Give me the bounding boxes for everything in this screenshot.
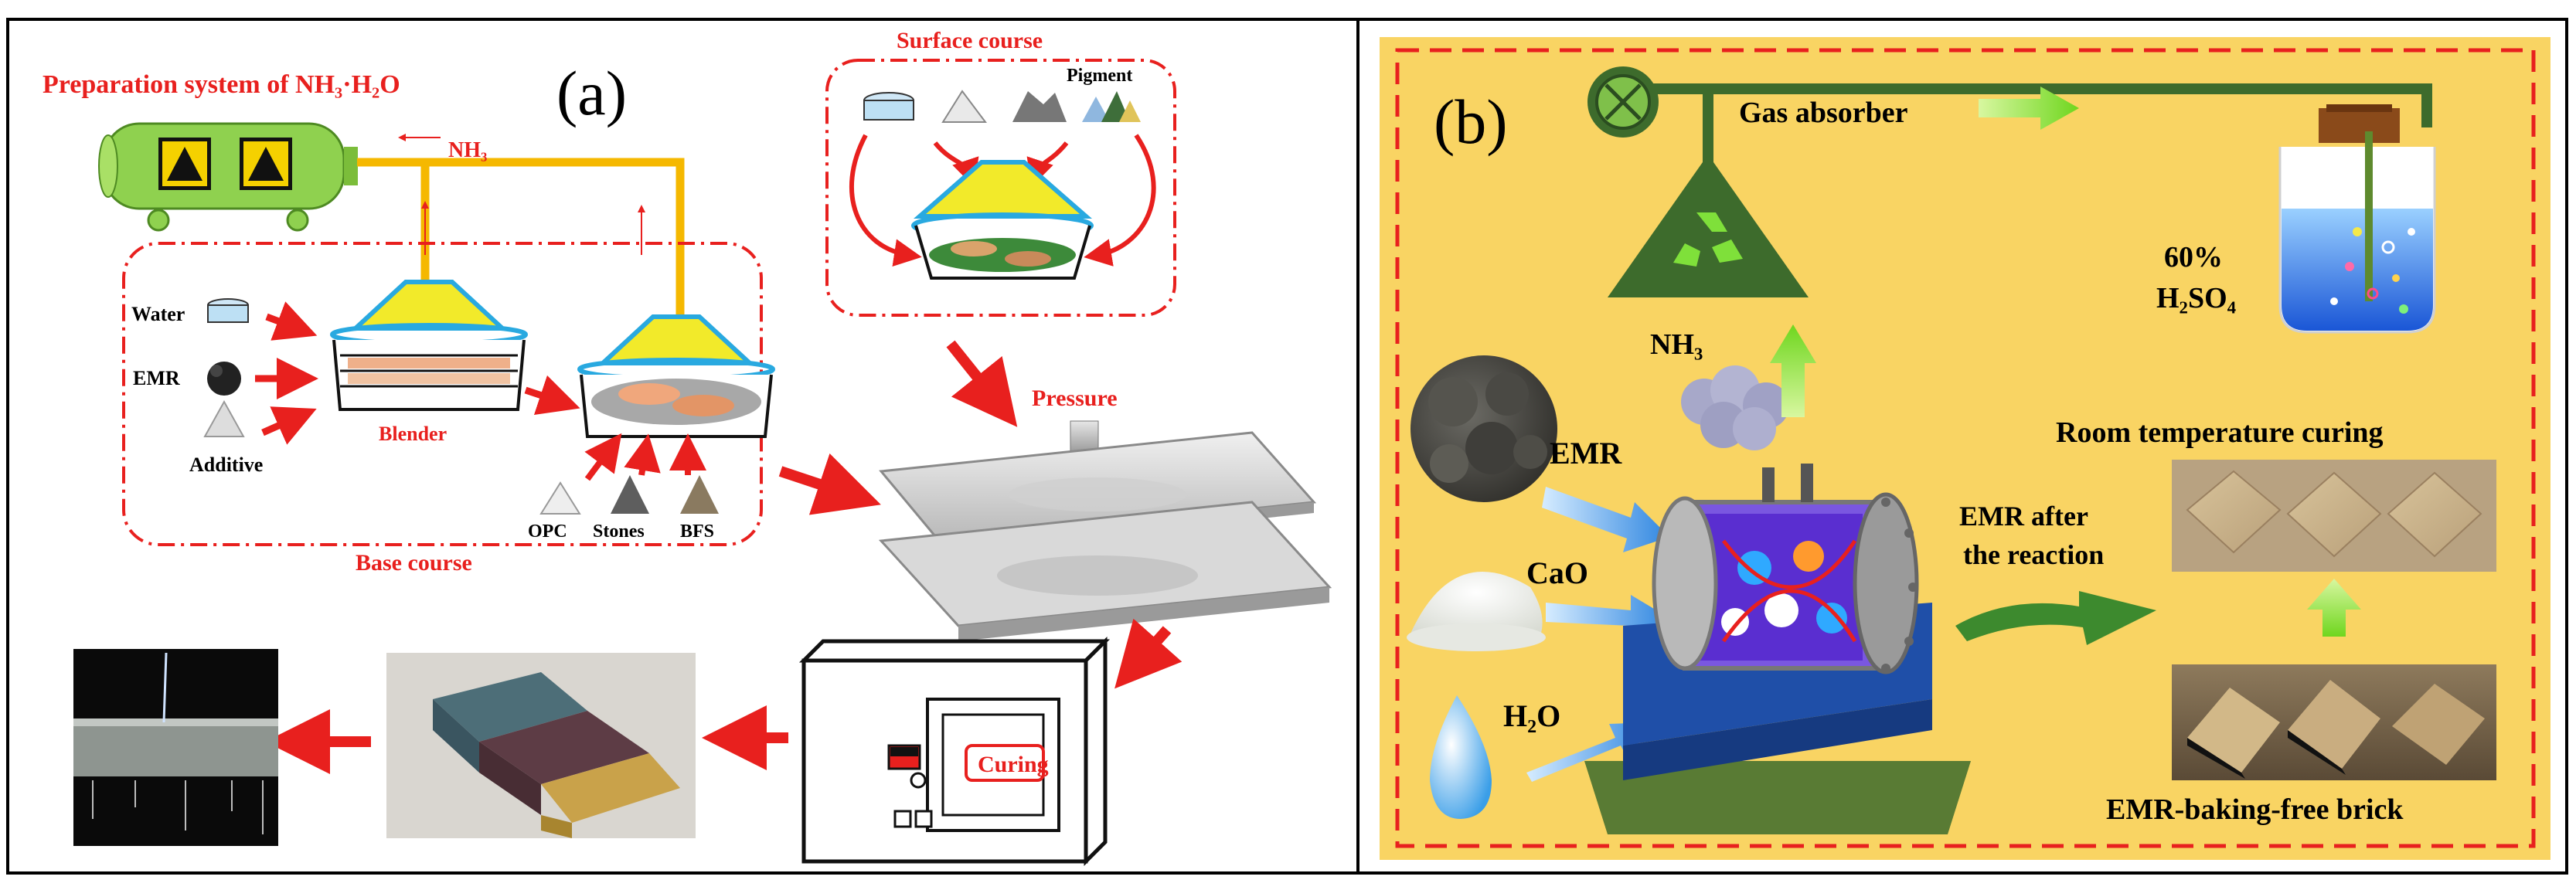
cao-powder-photo <box>1407 572 1546 651</box>
blender <box>330 280 528 411</box>
emr-rocks-photo <box>1411 355 1557 502</box>
nh3-machine <box>98 122 358 232</box>
to-oven-arrow <box>1114 618 1183 689</box>
room-curing-label: Room temperature curing <box>2056 416 2384 449</box>
gas-absorber-label: Gas absorber <box>1739 97 1908 129</box>
panel-b-dashed-border <box>1395 48 2536 848</box>
panel-b-letter: (b) <box>1434 87 1508 157</box>
h2o-in-arrow <box>1526 722 1654 782</box>
base-ingredient-arrows <box>584 433 706 481</box>
base-mixer <box>577 314 775 438</box>
colored-bricks-photo <box>386 653 696 838</box>
acid-bottle <box>2278 104 2436 334</box>
brick-label: EMR-baking-free brick <box>2106 793 2404 826</box>
press-plates <box>878 431 1332 641</box>
hazard-icon <box>167 147 202 181</box>
ingredient-arrows <box>255 301 318 445</box>
water-permeation-photo <box>73 649 278 846</box>
water-drop-icon <box>1430 695 1492 819</box>
bfs-label: BFS <box>680 521 714 542</box>
emr-label-a: EMR <box>133 367 180 389</box>
room-curing-photo <box>2172 460 2496 572</box>
additive-label: Additive <box>189 453 263 476</box>
blender-label: Blender <box>379 423 447 445</box>
nh3-label-b: NH₃ <box>1650 328 1703 361</box>
to-press-arrow <box>778 453 881 515</box>
base-course-label: Base course <box>356 550 472 576</box>
stones-label: Stones <box>593 521 645 542</box>
brick-photo <box>2172 664 2496 780</box>
h2o-label: H₂O <box>1503 698 1560 733</box>
reactor <box>1584 464 1971 834</box>
pigment-label: Pigment <box>1067 66 1132 86</box>
emr-in-arrow <box>1542 487 1669 552</box>
nh3-label: NH₃ <box>448 138 487 162</box>
cao-label: CaO <box>1526 555 1588 590</box>
curing-tag <box>965 744 1045 782</box>
nh3-up-arrow <box>1770 324 1816 417</box>
preparation-title: Preparation system of NH₃·H₂O <box>43 70 400 99</box>
hazard-icon-2 <box>248 147 284 181</box>
bubbles <box>2330 227 2415 314</box>
nh3-cloud <box>1681 365 1789 450</box>
emr-out-arrow <box>1955 591 2156 645</box>
panel-a-letter: (a) <box>556 58 627 128</box>
water-label: Water <box>131 303 185 325</box>
surface-ingredients <box>863 90 1141 123</box>
emr-after-label-2: the reaction <box>1963 539 2104 570</box>
curing-oven <box>798 636 1111 867</box>
panel-a: Preparation system of NH₃·H₂O (a) NH₃ <box>43 28 1332 867</box>
surface-mixer <box>911 160 1094 280</box>
emr-after-label-1: EMR after <box>1959 501 2088 532</box>
recycle-cone <box>1608 155 1809 297</box>
pressure-label: Pressure <box>1032 386 1118 411</box>
panel-b: (b) Gas absorber <box>1380 37 2550 860</box>
surface-course-box <box>825 59 1176 317</box>
acid-percent-label: 60% <box>2164 241 2223 273</box>
emr-label-b: EMR <box>1550 436 1622 470</box>
absorber-pipe <box>1623 83 2432 166</box>
surface-to-press-arrow <box>946 340 1018 427</box>
surface-course-label: Surface course <box>897 28 1043 53</box>
curing-label: Curing <box>978 752 1049 777</box>
fan-icon <box>1587 66 1659 138</box>
gas-flow-arrow <box>1979 87 2079 130</box>
opc-label: OPC <box>528 521 567 542</box>
curing-down-arrow <box>2307 579 2361 637</box>
acid-label: H₂SO₄ <box>2156 282 2237 314</box>
